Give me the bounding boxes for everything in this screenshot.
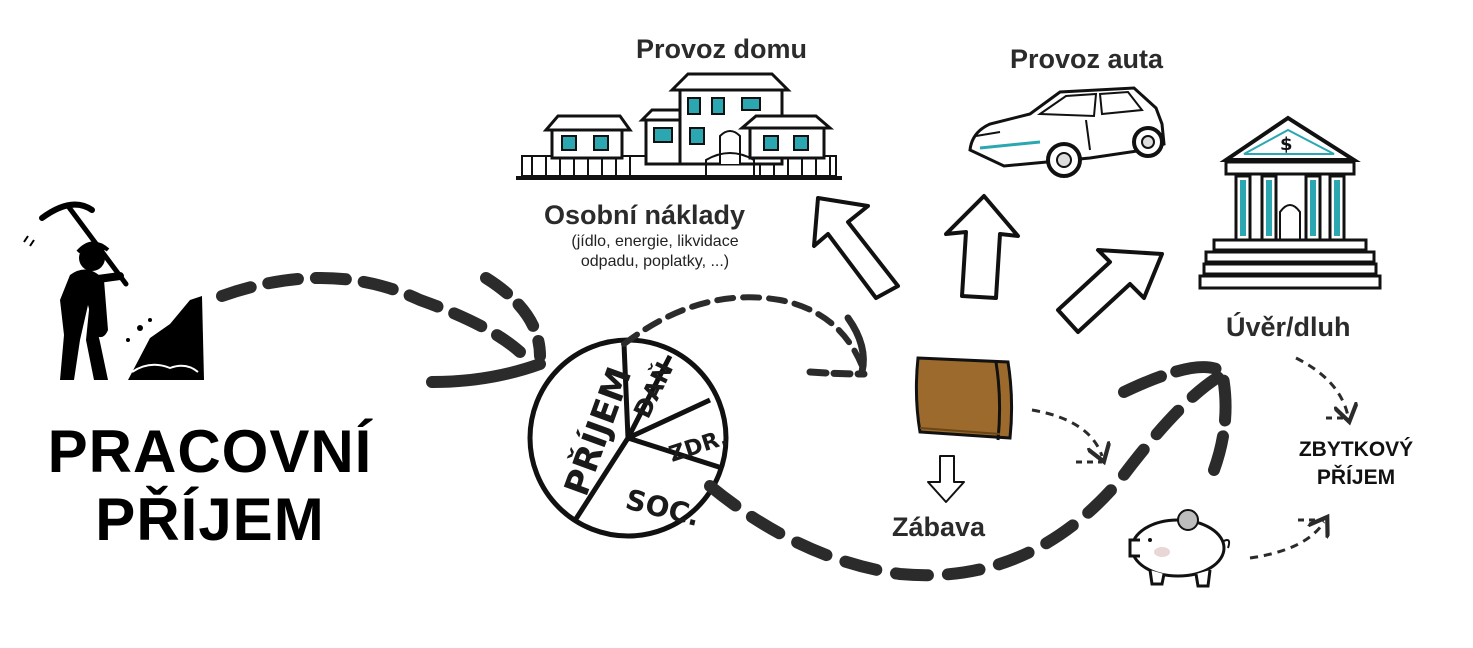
main-title-line2: PŘÍJEM — [95, 486, 325, 553]
arrow-to-fun — [927, 455, 965, 503]
house-icon — [516, 72, 842, 180]
arrow-to-car — [944, 194, 1020, 300]
label-loan: Úvěr/dluh — [1226, 312, 1351, 342]
wallet-icon — [914, 356, 1014, 441]
label-personal-costs-detail-1: (jídlo, energie, likvidace — [571, 233, 739, 250]
pie-chart: PŘÍJEM DAŇ ZDR. SOC. — [527, 337, 731, 539]
arrow-loan-to-residual — [1295, 356, 1348, 416]
label-residual-2: PŘÍJEM — [1316, 466, 1396, 489]
piggy-bank-icon — [1128, 509, 1231, 588]
bank-icon: $ — [1198, 115, 1382, 290]
arrow-to-bank — [1056, 248, 1164, 334]
label-personal-costs-detail: (jídlo, energie, likvidace odpadu, popla… — [544, 232, 766, 272]
main-title-line1: PRACOVNÍ — [47, 418, 373, 485]
label-car: Provoz auta — [1010, 44, 1164, 74]
label-personal-costs-detail-2: odpadu, poplatky, ...) — [580, 253, 730, 270]
label-residual-income: ZBYTKOVÝ PŘÍJEM — [1276, 436, 1436, 492]
car-icon — [968, 86, 1166, 178]
svg-text:$: $ — [1280, 134, 1293, 155]
main-title: PRACOVNÍ PŘÍJEM — [30, 418, 390, 554]
miner-icon — [23, 201, 204, 380]
arrow-piggy-to-residual — [1249, 522, 1324, 560]
label-personal-costs: Osobní náklady — [544, 200, 746, 230]
flow-arrow-long — [704, 370, 1226, 582]
flow-arrow-net — [621, 294, 865, 369]
label-fun: Zábava — [892, 512, 986, 542]
arrow-to-house — [812, 196, 900, 300]
label-house: Provoz domu — [636, 34, 808, 64]
flow-arrow-income — [216, 271, 526, 358]
arrow-wallet-to-savings — [1031, 408, 1102, 456]
label-residual-1: ZBYTKOVÝ — [1298, 438, 1414, 461]
